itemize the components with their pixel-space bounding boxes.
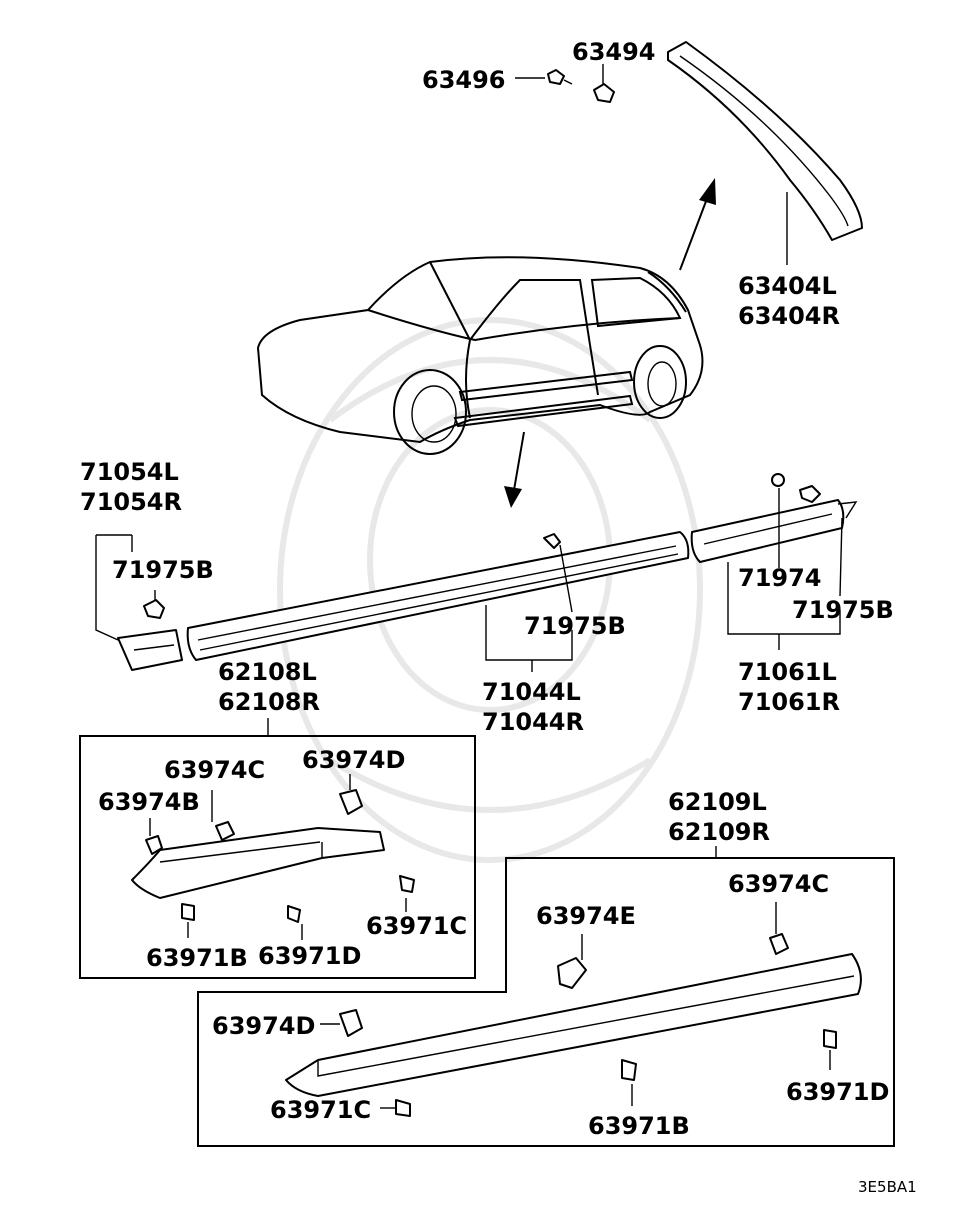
label-box1-63971D: 63971D xyxy=(258,942,361,970)
label-62108L: 62108L xyxy=(218,658,317,686)
label-71061R: 71061R xyxy=(738,688,840,716)
box-62109 xyxy=(197,857,895,1147)
label-71044L: 71044L xyxy=(482,678,581,706)
label-71974: 71974 xyxy=(738,564,822,592)
label-63404R: 63404R xyxy=(738,302,840,330)
label-62108R: 62108R xyxy=(218,688,320,716)
label-71975B-center: 71975B xyxy=(524,612,626,640)
car-illustration xyxy=(256,256,704,455)
label-71054R: 71054R xyxy=(80,488,182,516)
label-62109L: 62109L xyxy=(668,788,767,816)
leader-lines xyxy=(95,488,843,858)
watermark xyxy=(277,317,703,863)
label-box2-63974C: 63974C xyxy=(728,870,829,898)
label-62109R: 62109R xyxy=(668,818,770,846)
label-71975B-right: 71975B xyxy=(792,596,894,624)
label-box2-63974D: 63974D xyxy=(212,1012,315,1040)
label-box2-63971C: 63971C xyxy=(270,1096,371,1124)
label-box1-63974D: 63974D xyxy=(302,746,405,774)
label-71975B-left: 71975B xyxy=(112,556,214,584)
label-71054L: 71054L xyxy=(80,458,179,486)
label-63494: 63494 xyxy=(572,38,656,66)
label-box1-63971C: 63971C xyxy=(366,912,467,940)
top-clips xyxy=(515,64,615,103)
diagram-code: 3E5BA1 xyxy=(858,1178,917,1196)
label-box2-63974E: 63974E xyxy=(536,902,636,930)
box-62108 xyxy=(79,735,476,979)
label-71044R: 71044R xyxy=(482,708,584,736)
label-box1-63974C: 63974C xyxy=(164,756,265,784)
label-box2-63971D: 63971D xyxy=(786,1078,889,1106)
label-63496: 63496 xyxy=(422,66,506,94)
label-63404L: 63404L xyxy=(738,272,837,300)
part-labels: 63494 63496 63404L 63404R 71054L 71054R … xyxy=(80,38,917,1196)
label-box1-63974B: 63974B xyxy=(98,788,200,816)
label-box2-63971B: 63971B xyxy=(588,1112,690,1140)
pillar-molding xyxy=(667,41,863,265)
label-box1-63971B: 63971B xyxy=(146,944,248,972)
label-71061L: 71061L xyxy=(738,658,837,686)
arrows xyxy=(504,178,716,508)
